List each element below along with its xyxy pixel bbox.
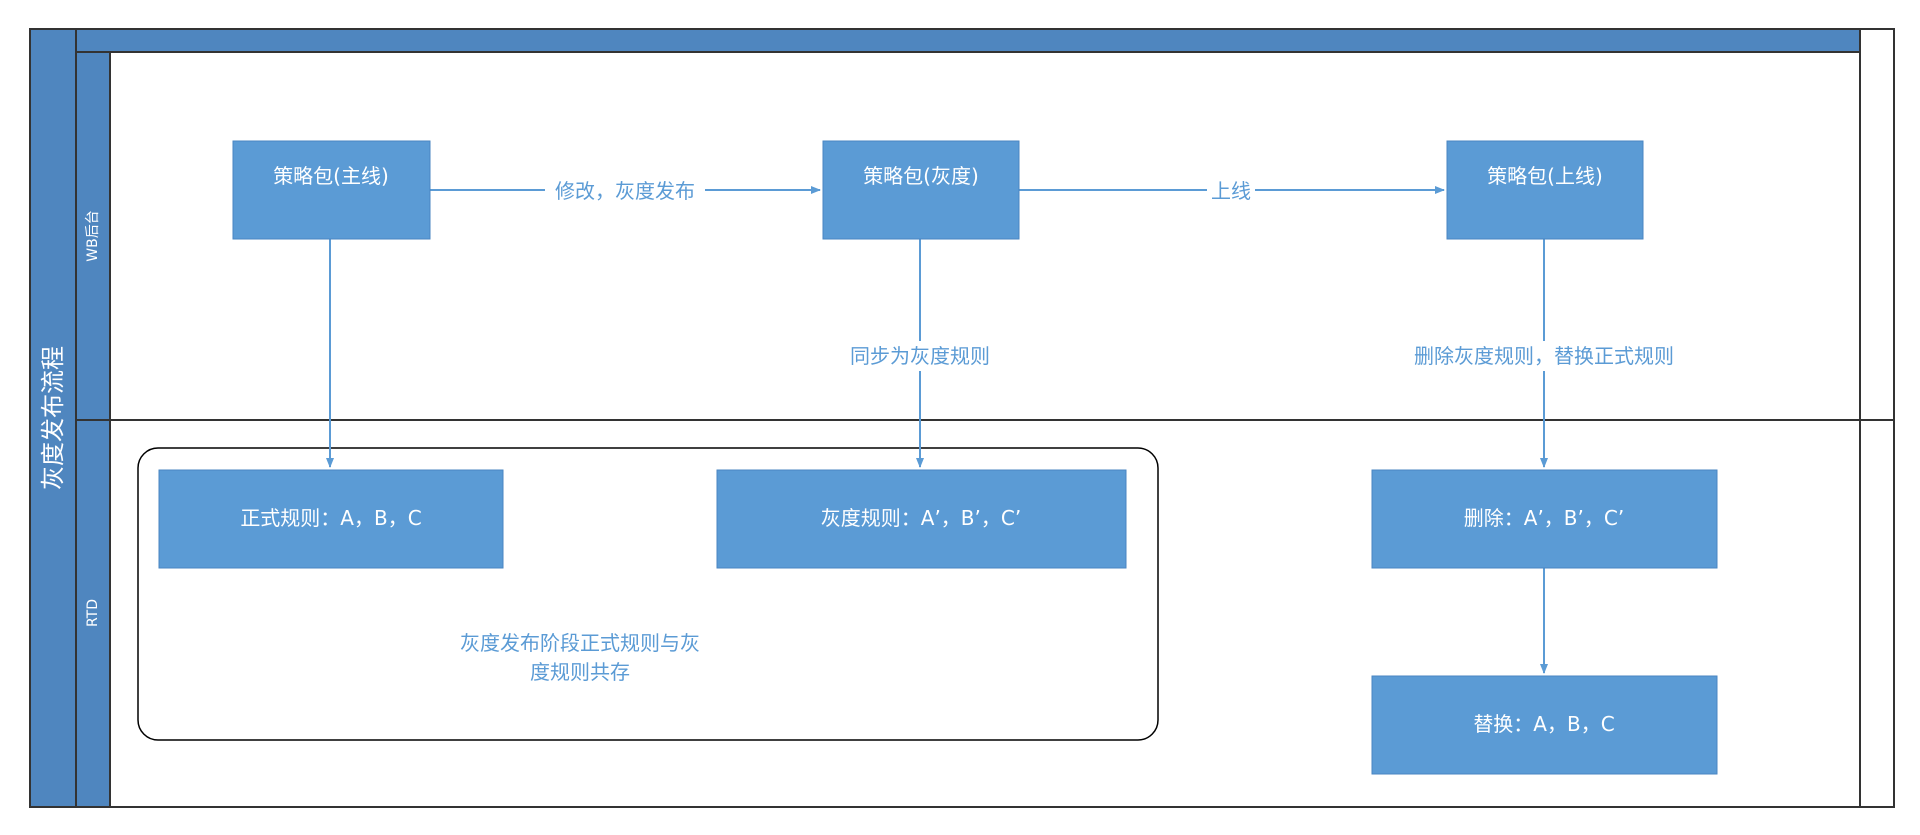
node-box <box>232 140 431 240</box>
lane-rtd: RTD <box>75 419 111 808</box>
lane-label-wb-backend: WB后台 <box>85 210 101 261</box>
edge-label-go-online: 上线 <box>1211 179 1251 203</box>
node-pkg-main-label: 策略包(主线) <box>273 164 389 188</box>
node-rule-formal-label: 正式规则：A，B，C <box>240 506 421 530</box>
node-box <box>1446 140 1644 240</box>
node-rule-replace: 替换：A，B，C <box>1371 675 1718 775</box>
pool-title-bar <box>29 28 77 808</box>
node-pkg-gray-label: 策略包(灰度) <box>863 164 979 188</box>
edge-label-bg <box>1207 176 1255 204</box>
node-box <box>158 469 504 569</box>
edge-label-modify-gray-release: 修改，灰度发布 <box>555 179 695 203</box>
coexistence-note: 灰度发布阶段正式规则与灰 度规则共存 <box>460 631 700 684</box>
node-rule-formal: 正式规则：A，B，C <box>158 469 504 569</box>
pool-top-header <box>75 28 1861 53</box>
node-pkg-main: 策略包(主线) <box>232 140 431 240</box>
coexistence-note-line2: 度规则共存 <box>530 660 630 684</box>
node-rule-delete-label: 删除：A’，B’，C’ <box>1464 506 1624 530</box>
node-box <box>822 140 1020 240</box>
node-box <box>716 469 1127 569</box>
node-pkg-online-label: 策略包(上线) <box>1487 164 1603 188</box>
edge-labels: 修改，灰度发布 上线 同步为灰度规则 删除灰度规则，替换正式规则 <box>545 176 1690 371</box>
node-rule-replace-label: 替换：A，B，C <box>1473 712 1614 736</box>
edge-label-bg <box>840 341 1000 371</box>
coexistence-note-line1: 灰度发布阶段正式规则与灰 <box>460 631 700 655</box>
edge-label-bg <box>1398 341 1690 371</box>
node-box <box>1371 469 1718 569</box>
node-rule-gray-label: 灰度规则：A’，B’，C’ <box>821 506 1021 530</box>
node-box <box>1371 675 1718 775</box>
node-rule-delete: 删除：A’，B’，C’ <box>1371 469 1718 569</box>
lane-label-rtd: RTD <box>85 599 101 627</box>
node-rule-gray: 灰度规则：A’，B’，C’ <box>716 469 1127 569</box>
edge-label-delete-replace: 删除灰度规则，替换正式规则 <box>1414 344 1674 368</box>
pool-title: 灰度发布流程 <box>39 346 67 490</box>
pool-right-margin <box>1859 28 1895 808</box>
lane-wb-backend: WB后台 <box>75 51 111 421</box>
edge-label-sync-gray-rules: 同步为灰度规则 <box>850 344 990 368</box>
edge-label-bg <box>545 176 705 204</box>
coexistence-group-frame <box>137 447 1159 741</box>
node-pkg-gray: 策略包(灰度) <box>822 140 1020 240</box>
node-pkg-online: 策略包(上线) <box>1446 140 1644 240</box>
